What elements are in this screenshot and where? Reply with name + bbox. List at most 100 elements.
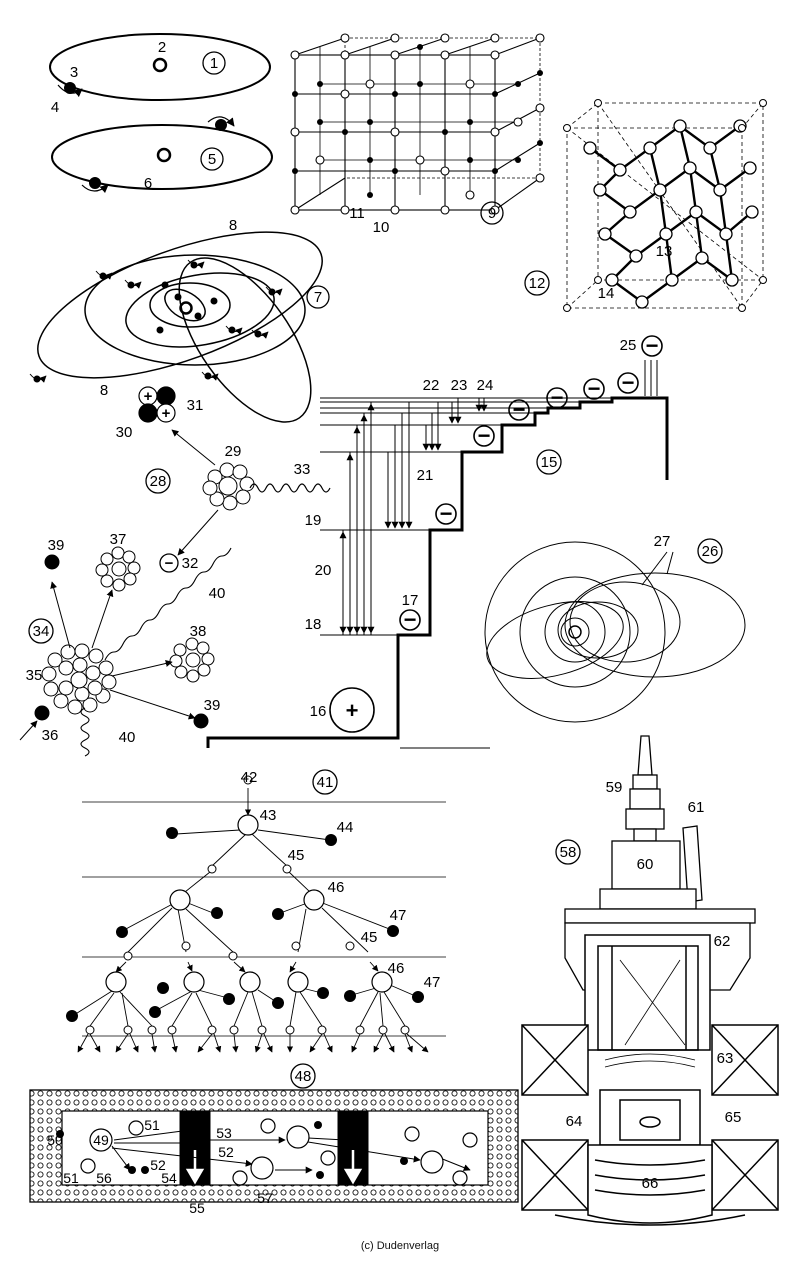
fig58-number: 58	[560, 844, 577, 861]
fig5-number: 5	[208, 151, 216, 168]
free-neutrons	[85, 775, 410, 1035]
fragment-nucleus-37	[95, 546, 141, 592]
minus-sign: −	[478, 423, 491, 448]
gamma-ray-wave	[249, 483, 331, 493]
fig34-label-36: 36	[42, 727, 59, 744]
diamond-atoms	[583, 119, 759, 309]
fig5-label-electron: 6	[144, 175, 152, 192]
fig1-label-electron: 3	[70, 64, 78, 81]
minus-sign: −	[622, 370, 635, 395]
fig9-number: 9	[488, 205, 496, 222]
fig15-label-22: 22	[423, 377, 440, 394]
fig34-label-38: 38	[190, 623, 207, 640]
minus-sign: −	[513, 397, 526, 422]
generation-lines	[82, 801, 446, 1037]
fig48-label-56: 56	[96, 1170, 112, 1186]
alpha-particle	[138, 386, 176, 423]
fig58-label-61: 61	[688, 799, 705, 816]
figure-number-circle	[306, 285, 330, 309]
small-series-arrows	[448, 398, 488, 424]
orbit	[84, 254, 306, 366]
lower-chamber	[554, 1089, 746, 1226]
fig58-label-62: 62	[714, 933, 731, 950]
nucleus-circle	[156, 147, 172, 163]
chain-branches	[73, 788, 421, 1027]
fig48-label-55: 55	[189, 1200, 205, 1216]
plus-sign: +	[144, 388, 153, 405]
neutron-paths	[111, 1127, 471, 1174]
fig58-label-64: 64	[566, 1113, 583, 1130]
incoming-electron-track	[644, 360, 658, 396]
reactor-core-area	[61, 1110, 489, 1186]
fig48-label-51-b: 51	[63, 1170, 79, 1186]
vent-pipe	[682, 825, 703, 903]
fig1-number: 1	[210, 55, 218, 72]
fig34-label-37: 37	[110, 531, 127, 548]
fig15-label-23: 23	[451, 377, 468, 394]
figure-number-circle	[202, 51, 226, 75]
paschen-series-arrows	[422, 402, 442, 451]
plus-sign: +	[346, 698, 359, 723]
figure-15-energy-levels	[206, 335, 669, 749]
fig15-label-18: 18	[305, 616, 322, 633]
corner-atoms	[563, 99, 767, 312]
figure-number-circle	[697, 538, 723, 564]
nucleus-circle	[179, 301, 193, 315]
electron-emitted	[159, 553, 179, 573]
figure-28-radioactive-decay	[138, 386, 331, 573]
electron-dot	[215, 119, 227, 131]
potential-staircase	[206, 396, 669, 748]
orbit	[178, 257, 312, 423]
fig48-number: 48	[295, 1068, 312, 1085]
gamma-ray-wave	[80, 707, 90, 757]
fuel-nuclei	[80, 1118, 478, 1186]
figure-48-reactor-core	[29, 1063, 519, 1203]
camera-lens	[625, 735, 665, 842]
fig15-label-19: 19	[305, 512, 322, 529]
fig28-label-32: 32	[182, 555, 199, 572]
electron-orbit	[51, 124, 273, 190]
figure-number-circle	[290, 1063, 316, 1089]
fig34-label-40-bottom: 40	[119, 729, 136, 746]
absorption-arrows	[339, 403, 375, 635]
lattice-back-face	[344, 37, 541, 179]
beta-particle-arrow	[177, 509, 219, 556]
minus-sign: −	[404, 607, 417, 632]
fig1-label-nucleus: 2	[158, 39, 166, 56]
fig41-label-44: 44	[337, 819, 354, 836]
proton-nucleus	[329, 687, 375, 733]
fig48-label-50: 50	[47, 1132, 63, 1148]
lattice-inner	[319, 47, 518, 195]
fig41-label-46-a: 46	[328, 879, 345, 896]
fig15-label-20: 20	[315, 562, 332, 579]
vessel-body	[584, 934, 711, 1051]
charge-symbols: + − − − − − − − −	[346, 333, 659, 723]
orbit	[125, 272, 275, 348]
figure-number-circle	[145, 468, 171, 494]
fig9-label-11: 11	[349, 205, 365, 222]
heavy-nucleus	[41, 643, 117, 715]
chamber-hatching	[600, 959, 696, 1068]
fission-arrows	[19, 581, 196, 741]
figure-number-circle	[555, 839, 581, 865]
figure-7-multi-electron-atom	[29, 231, 330, 423]
fig34-label-35: 35	[26, 667, 43, 684]
fig41-number: 41	[317, 774, 334, 791]
fig58-label-66: 66	[642, 1175, 659, 1192]
fig9-label-10: 10	[373, 219, 390, 236]
fig15-label-16: 16	[310, 703, 327, 720]
minus-sign: −	[588, 376, 601, 401]
fission-fragments	[66, 827, 424, 1022]
fig7-number: 7	[314, 289, 322, 306]
fig15-label-17: 17	[402, 592, 419, 609]
alpha-particle-arrow	[171, 429, 216, 466]
fig48-label-52-b: 52	[218, 1144, 234, 1160]
fragment-nucleus-38	[169, 637, 215, 683]
minus-sign: −	[551, 385, 564, 410]
figure-5-helium-atom	[51, 116, 273, 194]
fig34-label-40-top: 40	[209, 585, 226, 602]
fig7-label-8-bottom: 8	[100, 382, 108, 399]
figure-34-nuclear-fission	[19, 546, 232, 757]
figure-number-circle	[200, 147, 224, 171]
